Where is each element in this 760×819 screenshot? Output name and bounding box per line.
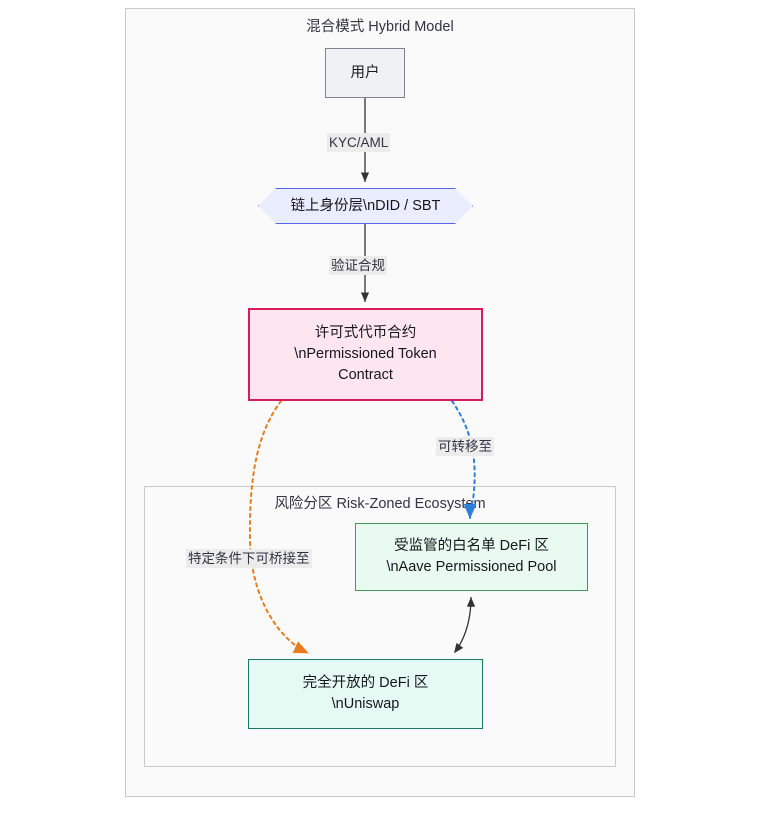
node-token-label-line2: \nPermissioned Token [294, 346, 437, 362]
node-identity[interactable]: 链上身份层\nDID / SBT [258, 188, 473, 224]
hybrid-model-title: 混合模式 Hybrid Model [306, 19, 454, 35]
node-whitelist-label-line1: 受监管的白名单 DeFi 区 [394, 538, 549, 554]
node-open-label-line1: 完全开放的 DeFi 区 [302, 675, 429, 691]
edge-label-transferable: 可转移至 [436, 437, 494, 456]
risk-zoned-title: 风险分区 Risk-Zoned Ecosystem [274, 496, 486, 512]
edge-label-compliance: 验证合规 [329, 256, 387, 275]
node-identity-label: 链上身份层\nDID / SBT [290, 197, 441, 214]
node-user[interactable]: 用户 [325, 48, 405, 98]
node-whitelist-defi[interactable]: 受监管的白名单 DeFi 区 \nAave Permissioned Pool [355, 523, 588, 591]
node-token-label-line1: 许可式代币合约 [314, 325, 417, 341]
node-user-label: 用户 [350, 64, 380, 81]
node-identity-shape: 链上身份层\nDID / SBT [258, 188, 473, 224]
node-open-label-line2: \nUniswap [331, 696, 400, 712]
node-permissioned-token[interactable]: 许可式代币合约 \nPermissioned Token Contract [248, 308, 483, 401]
edge-label-bridgeable: 特定条件下可桥接至 [186, 549, 312, 568]
node-whitelist-label-line2: \nAave Permissioned Pool [386, 559, 557, 575]
node-token-label-line3: Contract [338, 367, 393, 383]
node-open-defi[interactable]: 完全开放的 DeFi 区 \nUniswap [248, 659, 483, 729]
edge-label-kyc-aml: KYC/AML [327, 133, 391, 152]
